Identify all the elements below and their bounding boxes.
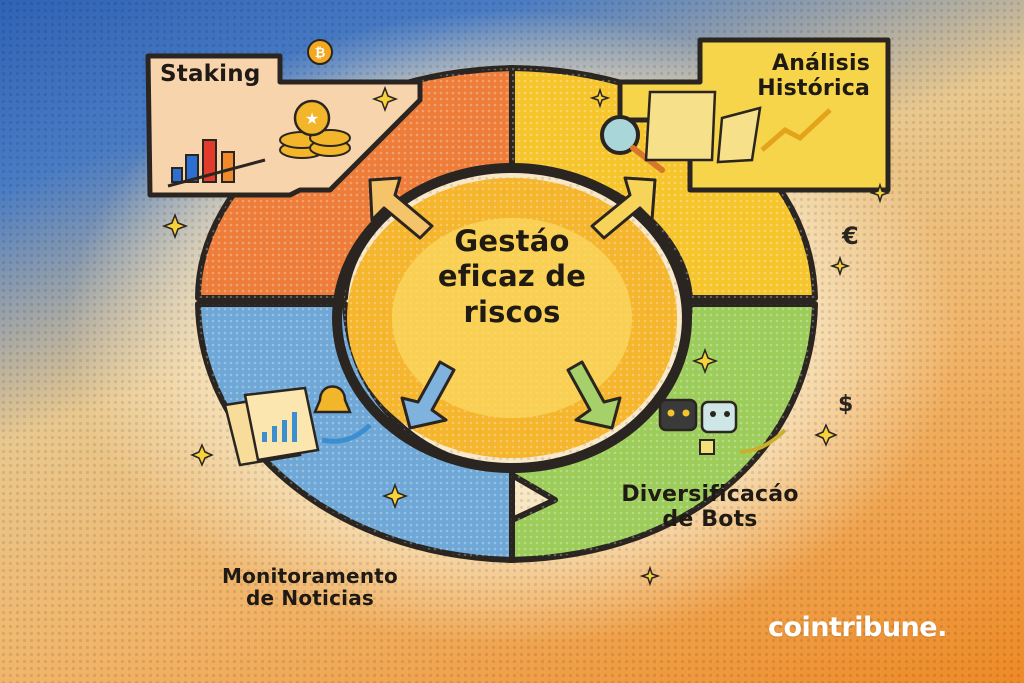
arrows [368,176,657,430]
document-icon [644,90,832,164]
analisis-box [600,37,891,193]
svg-text:★: ★ [305,109,319,128]
center-line-2: eficaz de [437,259,587,294]
robots-icon [658,398,787,455]
svg-text:₿: ₿ [315,46,326,61]
center-line-3: riscos [463,294,561,329]
magnifier-icon [600,115,665,173]
staking-box: ★ ₿ [145,39,423,198]
brand-logo: cointribune. [768,612,947,643]
noticias-line-1: Monitoramento [222,564,398,588]
sparkle-icons [161,85,891,587]
bots-line-1: Diversificacáo [621,482,799,507]
diversificacao-bots-label: Diversificacáo de Bots [610,482,810,532]
noticias-line-2: de Noticias [245,586,375,611]
center-line-1: Gestáo [454,224,570,258]
euro-icon: € [842,222,859,250]
staking-label: Staking [160,61,261,87]
news-bell-icon [223,385,372,467]
bitcoin-coin-icon: ₿ [307,39,333,65]
monitoramento-noticias-label: Monitoramento de Noticias [210,565,410,610]
dollar-icon: $ [838,392,854,417]
bar-chart-icon [167,139,266,188]
analisis-historica-label: Análisis Histórica [700,51,870,101]
analisis-line-2: Histórica [757,75,870,101]
analisis-line-1: Análisis [772,51,870,76]
bots-line-2: de Bots [662,506,758,532]
coins-icon: ★ [279,99,351,159]
center-title: Gestáo eficaz de riscos [412,224,612,330]
